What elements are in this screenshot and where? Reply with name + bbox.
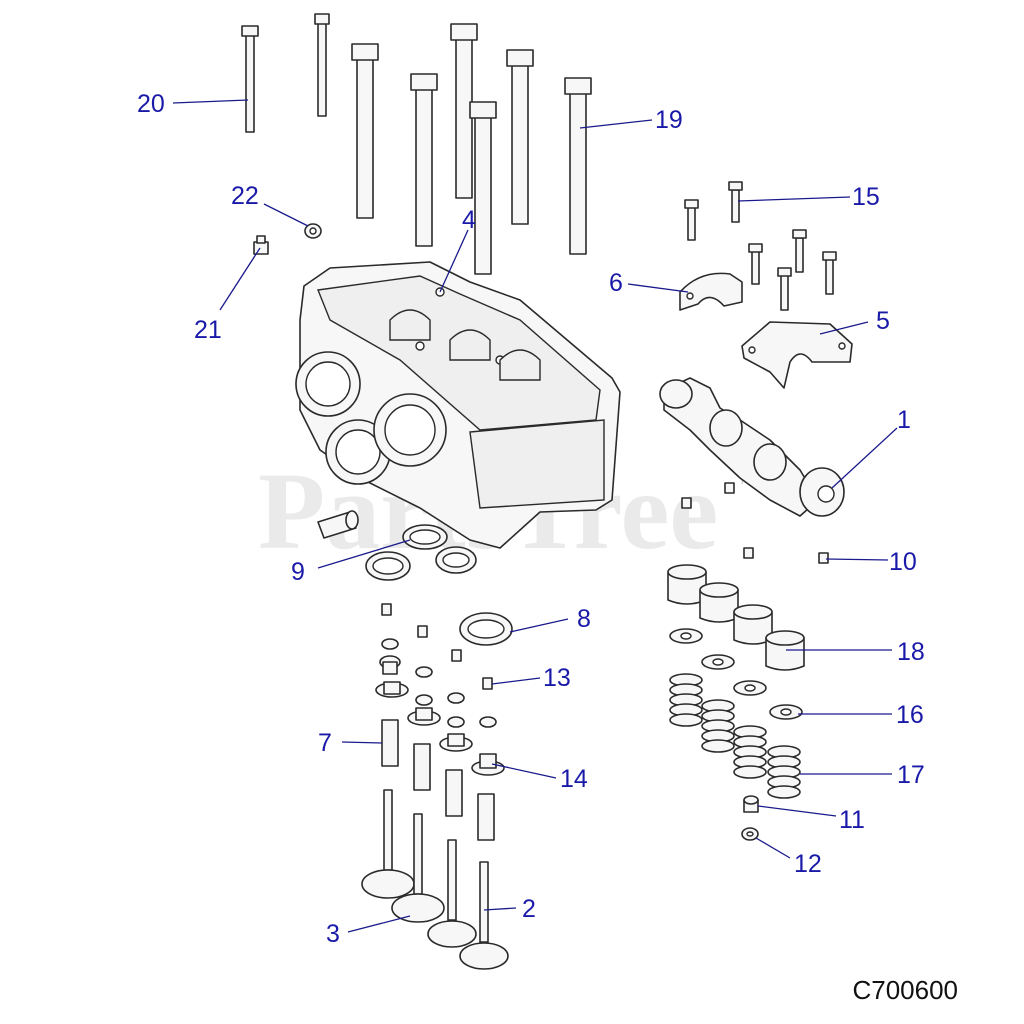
intake-valve bbox=[361, 789, 415, 899]
callout-8: 8 bbox=[577, 605, 591, 633]
callouts: 20 19 22 4 15 6 21 5 1 9 10 8 18 13 16 7… bbox=[137, 90, 925, 948]
callout-20: 20 bbox=[137, 90, 165, 118]
spring-retainers bbox=[669, 628, 803, 720]
callout-10: 10 bbox=[889, 548, 917, 576]
head-bolt bbox=[469, 101, 497, 275]
callout-15: 15 bbox=[852, 183, 880, 211]
callout-18: 18 bbox=[897, 638, 925, 666]
dowel-pin bbox=[317, 510, 359, 539]
valve-springs bbox=[669, 673, 801, 799]
valve-shim bbox=[724, 482, 735, 494]
callout-16: 16 bbox=[896, 701, 924, 729]
valve-guides bbox=[381, 719, 495, 841]
callout-5: 5 bbox=[876, 307, 890, 335]
callout-9: 9 bbox=[291, 558, 305, 586]
cam-carrier bbox=[741, 321, 853, 389]
callout-7: 7 bbox=[318, 729, 332, 757]
callout-2: 2 bbox=[522, 895, 536, 923]
callout-17: 17 bbox=[897, 761, 925, 789]
head-bolt bbox=[410, 73, 438, 247]
callout-11: 11 bbox=[839, 806, 865, 834]
callout-4: 4 bbox=[462, 206, 476, 234]
valves bbox=[361, 789, 509, 970]
callout-3: 3 bbox=[326, 920, 340, 948]
callout-19: 19 bbox=[655, 106, 683, 134]
callout-1: 1 bbox=[897, 406, 911, 434]
cylinder-head bbox=[295, 261, 621, 549]
plug-screw bbox=[253, 235, 269, 255]
valve-shim bbox=[681, 497, 692, 509]
leader-lines bbox=[172, 99, 898, 933]
head-bolts bbox=[241, 13, 592, 275]
callout-13: 13 bbox=[543, 664, 571, 692]
drawing-code: C700600 bbox=[852, 975, 958, 1005]
head-bolt bbox=[314, 13, 330, 117]
callout-21: 21 bbox=[194, 316, 222, 344]
exhaust-valve bbox=[427, 839, 477, 948]
seal-rings bbox=[365, 524, 477, 581]
cam-cap bbox=[679, 272, 743, 311]
head-bolt bbox=[241, 25, 259, 133]
head-bolt bbox=[351, 43, 379, 219]
cam-cap-bolts bbox=[684, 181, 837, 311]
intake-valve bbox=[391, 813, 445, 923]
bucket-tappets bbox=[667, 564, 805, 671]
exhaust-valve bbox=[459, 861, 509, 970]
callout-6: 6 bbox=[609, 269, 623, 297]
valve-shim bbox=[743, 547, 754, 559]
drain-plug bbox=[743, 795, 759, 813]
head-bolt bbox=[450, 23, 478, 199]
callout-22: 22 bbox=[231, 182, 259, 210]
callout-14: 14 bbox=[560, 765, 588, 793]
head-bolt bbox=[564, 77, 592, 255]
valve-shim bbox=[818, 552, 829, 564]
camshaft bbox=[659, 377, 845, 517]
head-bolt bbox=[506, 49, 534, 225]
callout-12: 12 bbox=[794, 850, 822, 878]
